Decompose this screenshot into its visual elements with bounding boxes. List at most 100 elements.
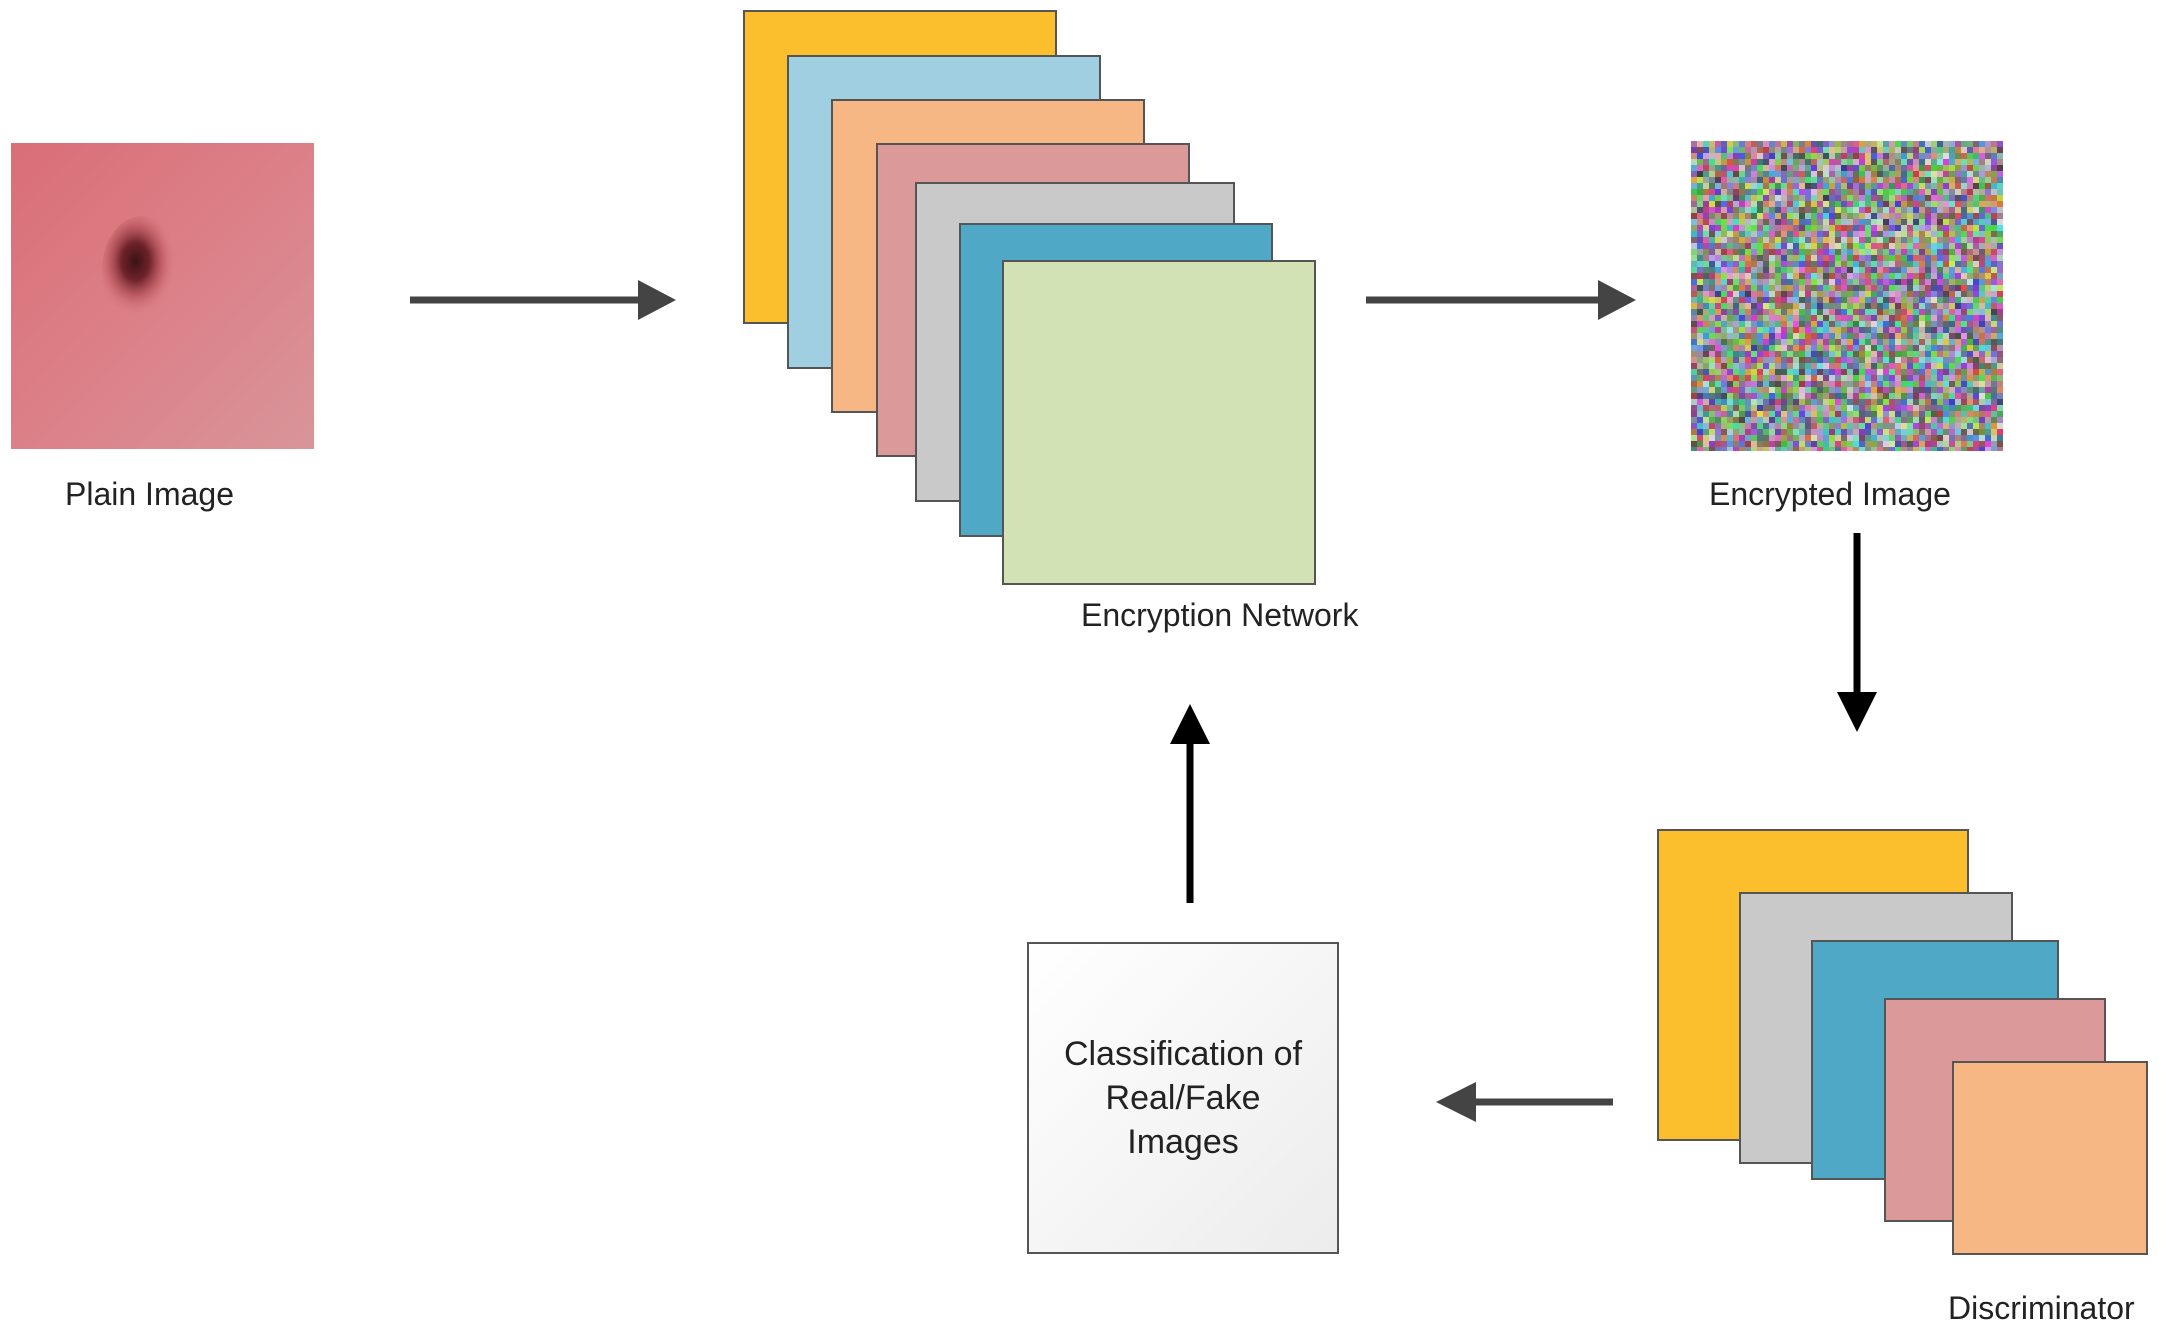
noise-cell bbox=[1991, 411, 1997, 417]
noise-cell bbox=[1997, 381, 2003, 387]
noise-cell bbox=[1901, 423, 1907, 429]
noise-cell bbox=[1817, 351, 1823, 357]
noise-cell bbox=[1787, 159, 1793, 165]
noise-cell bbox=[1949, 399, 1955, 405]
noise-cell bbox=[1811, 171, 1817, 177]
noise-cell bbox=[1883, 267, 1889, 273]
noise-cell bbox=[1763, 297, 1769, 303]
noise-cell bbox=[1907, 243, 1913, 249]
noise-cell bbox=[1733, 189, 1739, 195]
noise-cell bbox=[1781, 147, 1787, 153]
noise-cell bbox=[1829, 363, 1835, 369]
noise-cell bbox=[1733, 429, 1739, 435]
noise-cell bbox=[1721, 153, 1727, 159]
noise-cell bbox=[1709, 369, 1715, 375]
noise-cell bbox=[1745, 411, 1751, 417]
noise-cell bbox=[1793, 171, 1799, 177]
noise-cell bbox=[1955, 345, 1961, 351]
noise-cell bbox=[1937, 255, 1943, 261]
noise-cell bbox=[1979, 153, 1985, 159]
noise-cell bbox=[1925, 261, 1931, 267]
noise-cell bbox=[1763, 447, 1769, 451]
noise-cell bbox=[1973, 249, 1979, 255]
noise-cell bbox=[1787, 207, 1793, 213]
noise-cell bbox=[1697, 153, 1703, 159]
noise-cell bbox=[1973, 303, 1979, 309]
noise-cell bbox=[1919, 423, 1925, 429]
noise-cell bbox=[1943, 195, 1949, 201]
noise-cell bbox=[1745, 381, 1751, 387]
noise-cell bbox=[1799, 375, 1805, 381]
noise-cell bbox=[1871, 285, 1877, 291]
noise-cell bbox=[1745, 363, 1751, 369]
noise-cell bbox=[1865, 177, 1871, 183]
noise-cell bbox=[1883, 447, 1889, 451]
noise-cell bbox=[1823, 393, 1829, 399]
noise-cell bbox=[1787, 165, 1793, 171]
noise-cell bbox=[1751, 441, 1757, 447]
noise-cell bbox=[1793, 285, 1799, 291]
noise-cell bbox=[1949, 141, 1955, 147]
noise-cell bbox=[1997, 357, 2003, 363]
noise-cell bbox=[1991, 351, 1997, 357]
noise-cell bbox=[1895, 243, 1901, 249]
noise-cell bbox=[1967, 321, 1973, 327]
noise-cell bbox=[1799, 225, 1805, 231]
noise-cell bbox=[1781, 339, 1787, 345]
noise-cell bbox=[1979, 189, 1985, 195]
noise-cell bbox=[1985, 309, 1991, 315]
noise-cell bbox=[1871, 249, 1877, 255]
noise-cell bbox=[1925, 165, 1931, 171]
noise-cell bbox=[1781, 315, 1787, 321]
noise-cell bbox=[1841, 273, 1847, 279]
noise-cell bbox=[1997, 237, 2003, 243]
noise-cell bbox=[1751, 255, 1757, 261]
noise-cell bbox=[1943, 351, 1949, 357]
noise-cell bbox=[1721, 285, 1727, 291]
noise-cell bbox=[1997, 345, 2003, 351]
noise-cell bbox=[1703, 429, 1709, 435]
noise-cell bbox=[1865, 225, 1871, 231]
noise-cell bbox=[1901, 333, 1907, 339]
noise-cell bbox=[1703, 213, 1709, 219]
noise-cell bbox=[1805, 297, 1811, 303]
noise-cell bbox=[1781, 291, 1787, 297]
noise-cell bbox=[1721, 213, 1727, 219]
noise-cell bbox=[1739, 339, 1745, 345]
noise-cell bbox=[1769, 297, 1775, 303]
noise-cell bbox=[1979, 405, 1985, 411]
noise-cell bbox=[1835, 429, 1841, 435]
noise-cell bbox=[1907, 345, 1913, 351]
noise-cell bbox=[1949, 387, 1955, 393]
noise-cell bbox=[1877, 375, 1883, 381]
noise-cell bbox=[1853, 183, 1859, 189]
noise-cell bbox=[1931, 213, 1937, 219]
noise-cell bbox=[1829, 207, 1835, 213]
noise-cell bbox=[1793, 213, 1799, 219]
noise-cell bbox=[1967, 279, 1973, 285]
noise-cell bbox=[1715, 285, 1721, 291]
noise-cell bbox=[1709, 153, 1715, 159]
noise-cell bbox=[1961, 171, 1967, 177]
noise-cell bbox=[1727, 291, 1733, 297]
noise-cell bbox=[1931, 285, 1937, 291]
noise-cell bbox=[1955, 405, 1961, 411]
noise-cell bbox=[1991, 387, 1997, 393]
noise-cell bbox=[1805, 207, 1811, 213]
noise-cell bbox=[1979, 249, 1985, 255]
noise-cell bbox=[1793, 447, 1799, 451]
noise-cell bbox=[1865, 159, 1871, 165]
noise-cell bbox=[1937, 435, 1943, 441]
noise-cell bbox=[1877, 243, 1883, 249]
noise-cell bbox=[1925, 225, 1931, 231]
noise-cell bbox=[1817, 321, 1823, 327]
noise-cell bbox=[1961, 357, 1967, 363]
noise-cell bbox=[1925, 237, 1931, 243]
noise-cell bbox=[1799, 369, 1805, 375]
noise-cell bbox=[1775, 381, 1781, 387]
noise-cell bbox=[1985, 387, 1991, 393]
noise-cell bbox=[1829, 429, 1835, 435]
noise-cell bbox=[1781, 207, 1787, 213]
noise-cell bbox=[1859, 393, 1865, 399]
noise-cell bbox=[1715, 363, 1721, 369]
